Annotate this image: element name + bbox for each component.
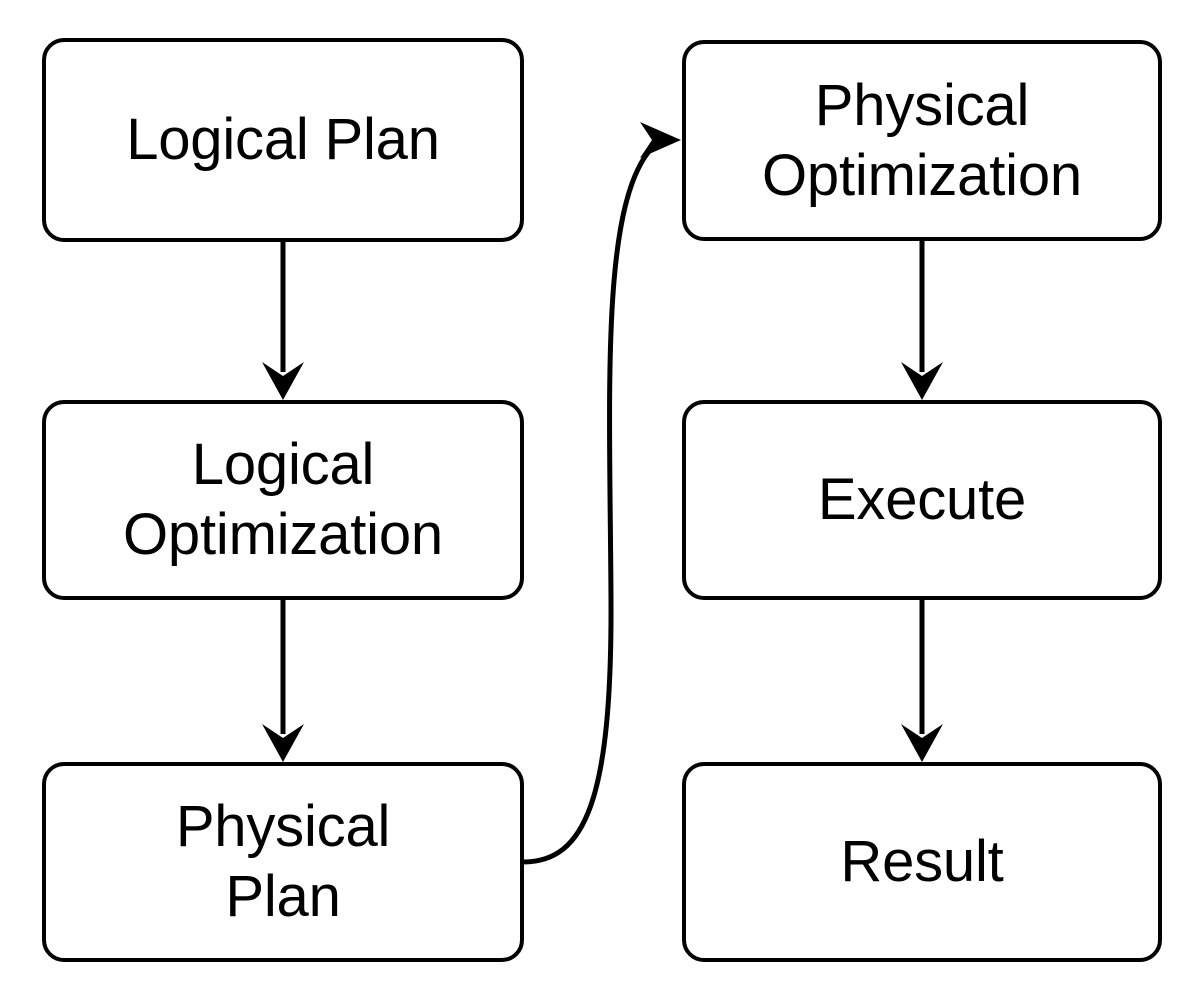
node-execute-label: Execute [817, 467, 1027, 532]
edge-logical-optimization-to-physical-plan [262, 600, 304, 762]
edge-physical-plan-to-physical-optimization [520, 122, 681, 865]
edge-5-arrowhead-icon [901, 724, 943, 762]
edge-3-arrowhead-icon [640, 122, 681, 158]
node-physical-optimization-label: Physical Optimization [762, 72, 1082, 208]
edge-physical-optimization-to-execute [901, 241, 943, 400]
node-physical-optimization[interactable]: Physical Optimization [682, 40, 1162, 241]
node-physical-plan-label: Physical Plan [175, 794, 391, 929]
node-logical-plan-label: Logical Plan [126, 107, 440, 172]
edge-2-arrowhead-icon [262, 724, 304, 762]
node-physical-plan[interactable]: Physical Plan [42, 762, 524, 962]
edge-1-arrowhead-icon [262, 362, 304, 400]
node-logical-optimization[interactable]: Logical Optimization [42, 400, 524, 600]
node-logical-plan[interactable]: Logical Plan [42, 38, 524, 242]
edge-4-arrowhead-icon [901, 362, 943, 400]
node-execute[interactable]: Execute [682, 400, 1162, 600]
node-logical-optimization-label: Logical Optimization [123, 432, 443, 567]
edge-execute-to-result [901, 600, 943, 762]
node-result[interactable]: Result [682, 762, 1162, 962]
node-result-label: Result [840, 829, 1004, 894]
edge-3-curve [520, 147, 653, 865]
edge-logical-plan-to-logical-optimization [262, 242, 304, 400]
